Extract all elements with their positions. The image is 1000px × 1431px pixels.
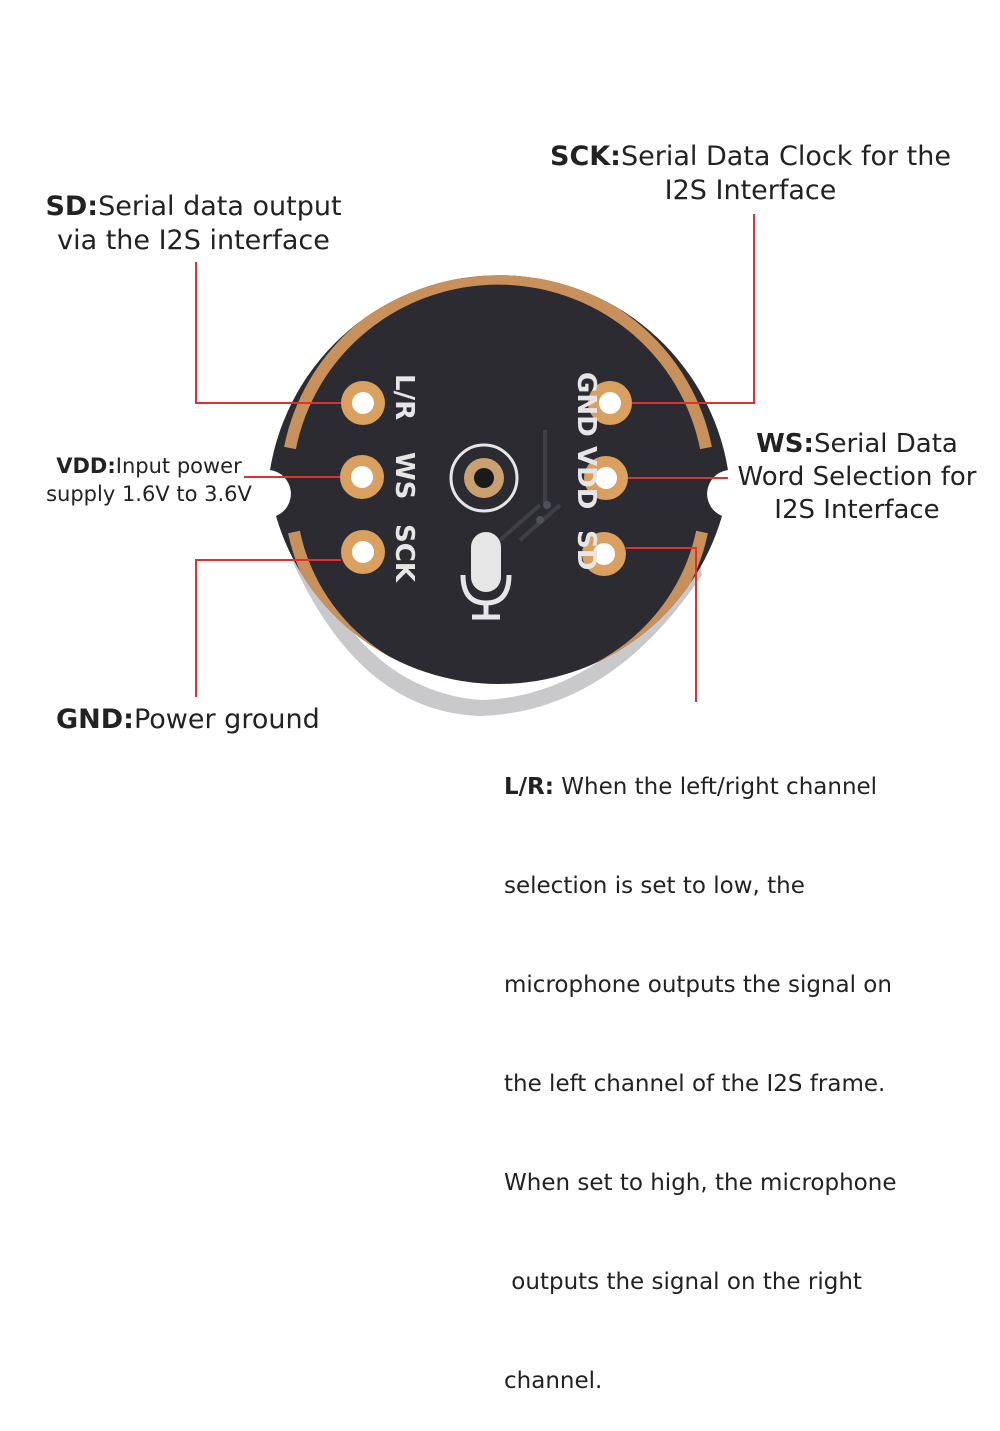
pad-lr (341, 381, 385, 425)
label-ws-key: WS: (756, 429, 814, 459)
label-vdd-line-1: Input power (115, 454, 242, 478)
label-lr-line-7: channel. (504, 1368, 603, 1394)
pad-ws (340, 455, 384, 499)
silk-ws: WS (389, 452, 419, 499)
silk-gnd: GND (571, 372, 601, 437)
label-lr-line-1: When the left/right channel (553, 774, 878, 800)
label-lr-line-5: When set to high, the microphone (504, 1170, 897, 1196)
label-vdd: VDD:Input power supply 1.6V to 3.6V (36, 452, 262, 508)
label-lr: L/R: When the left/right channel selecti… (504, 705, 896, 1431)
label-sck-key: SCK: (550, 141, 621, 172)
silk-sd: SD (571, 530, 601, 570)
label-ws-line-3: I2S Interface (774, 495, 940, 525)
leader-sd (195, 262, 341, 404)
label-ws: WS:Serial Data Word Selection for I2S In… (728, 428, 986, 527)
label-sck: SCK:Serial Data Clock for the I2S Interf… (543, 140, 958, 208)
copper-ring-bottom (288, 530, 708, 685)
board-edge (292, 540, 702, 716)
microphone-icon (460, 532, 512, 620)
pad-gnd (588, 381, 632, 425)
label-gnd-key: GND: (56, 704, 134, 735)
label-lr-line-6: outputs the signal on the right (504, 1269, 862, 1295)
copper-ring-top (284, 275, 712, 450)
microphone-module-board: L/R WS SCK GND VDD SD (195, 214, 755, 716)
label-vdd-line-2: supply 1.6V to 3.6V (46, 482, 252, 506)
leader-lr (626, 547, 697, 702)
label-ws-line-1: Serial Data (813, 429, 958, 459)
label-sck-line-2: I2S Interface (664, 175, 837, 206)
sound-port (449, 443, 519, 513)
leader-sck (632, 214, 755, 404)
label-sd-line-1: Serial data output (98, 191, 342, 222)
label-gnd-line-1: Power ground (133, 704, 320, 735)
pad-vdd (584, 456, 628, 500)
leader-gnd (195, 559, 341, 697)
pad-sd (582, 532, 626, 576)
label-sd-key: SD: (45, 191, 99, 222)
label-lr-line-3: microphone outputs the signal on (504, 972, 892, 998)
silk-sck: SCK (389, 524, 419, 583)
label-lr-key: L/R: (504, 774, 554, 800)
silk-vdd: VDD (571, 446, 601, 509)
label-lr-line-2: selection is set to low, the (504, 873, 805, 899)
pads (340, 381, 632, 576)
pad-sck (341, 530, 385, 574)
label-gnd: GND:Power ground (56, 703, 320, 737)
label-lr-line-4: the left channel of the I2S frame. (504, 1071, 886, 1097)
label-vdd-key: VDD: (56, 454, 116, 478)
label-sck-line-1: Serial Data Clock for the (620, 141, 951, 172)
label-sd-line-2: via the I2S interface (57, 225, 330, 256)
label-sd: SD:Serial data output via the I2S interf… (36, 190, 351, 258)
silk-lr: L/R (389, 374, 419, 420)
label-ws-line-2: Word Selection for (737, 462, 977, 492)
